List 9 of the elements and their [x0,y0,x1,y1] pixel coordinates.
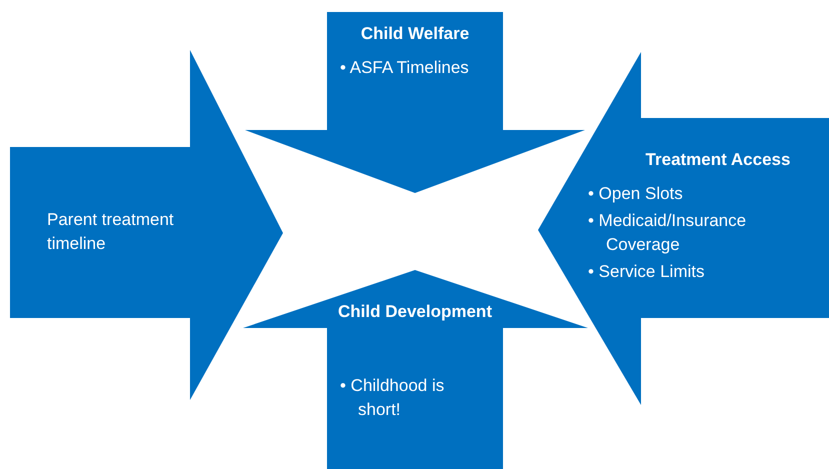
arrow-label: Parent treatment timeline [47,209,175,255]
arrow-heading: Treatment Access [644,149,792,171]
bullet-item: • ASFA Timelines [340,57,470,79]
bullet-item: • Medicaid/Insurance Coverage [588,210,748,256]
bullet-item: • Open Slots [588,183,684,205]
bullet-item: • Childhood is short! [340,375,446,421]
arrow-heading: Child Welfare [360,23,470,45]
bullet-item: • Service Limits [588,261,706,283]
arrow-heading: Child Development [337,301,493,323]
